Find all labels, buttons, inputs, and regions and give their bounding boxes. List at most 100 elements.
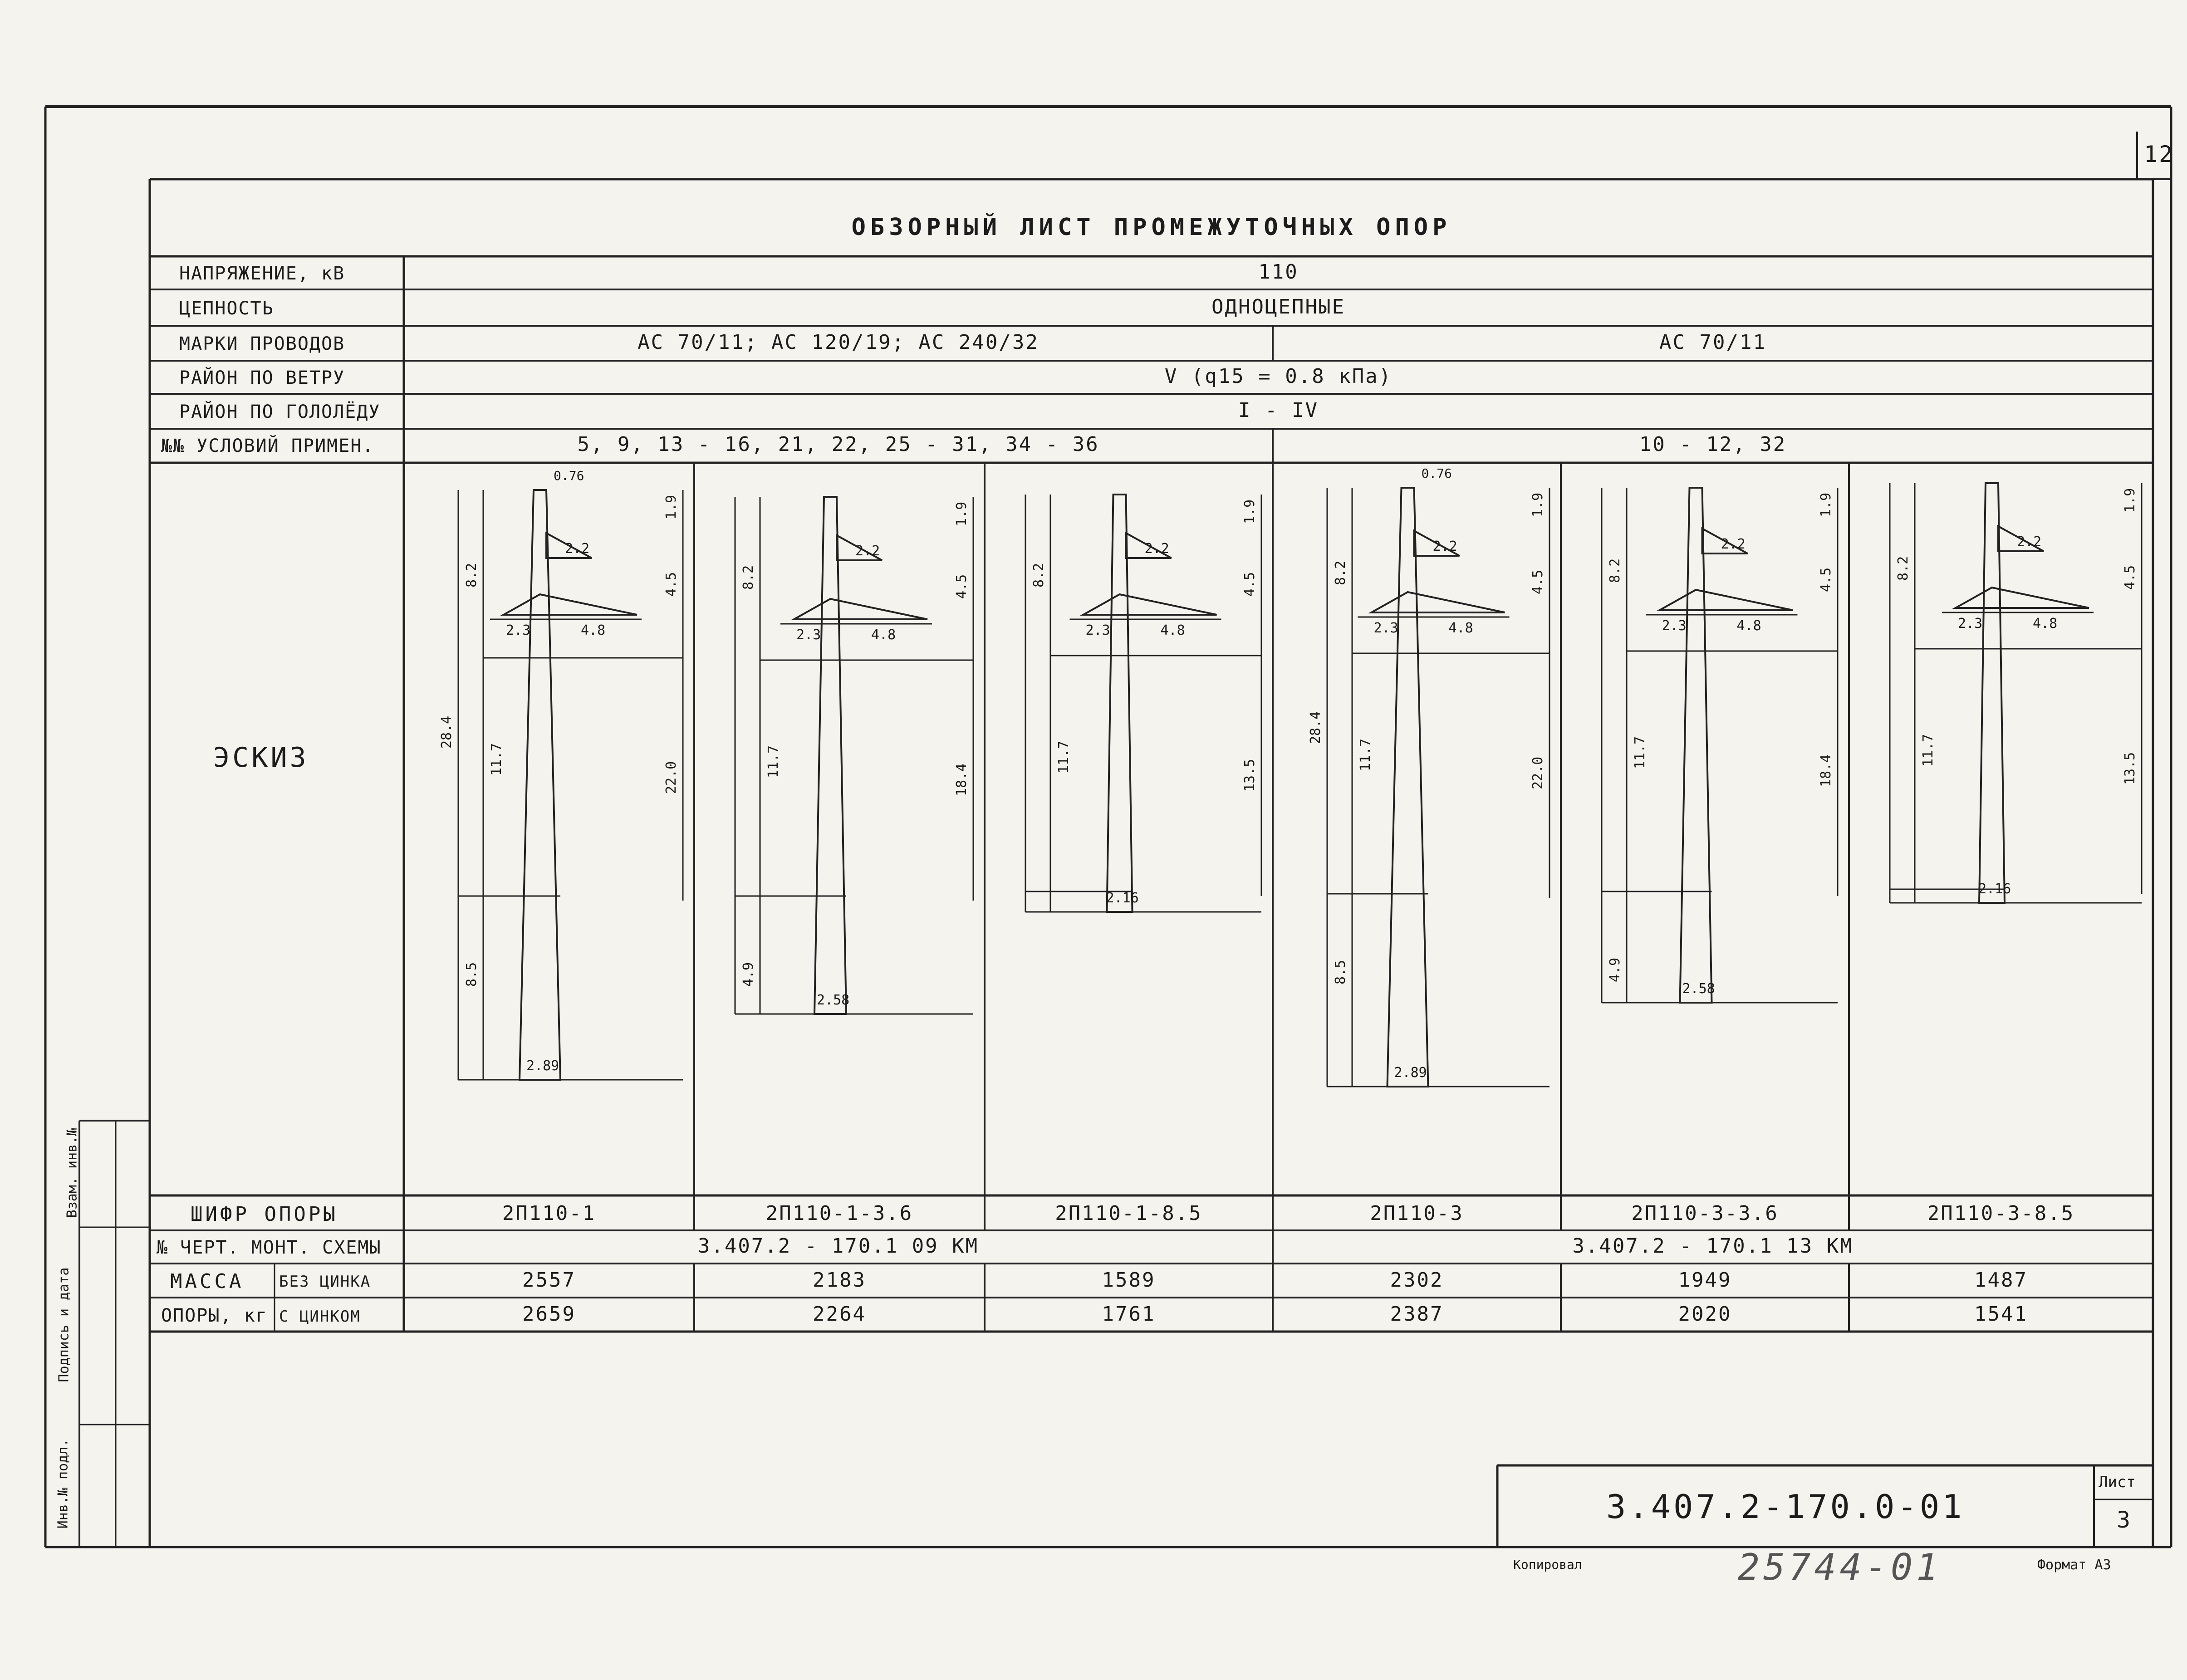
page-title: ОБЗОРНЫЙ ЛИСТ ПРОМЕЖУТОЧНЫХ ОПОР	[851, 214, 1451, 241]
lower-crossarm	[1368, 591, 1505, 613]
dim-arm-left: 2.3	[1662, 618, 1687, 634]
dim-h2: 4.5	[663, 572, 679, 597]
dim-mid: 11.7	[1920, 734, 1936, 767]
tower-code: 2П110-1-8.5	[1055, 1202, 1202, 1225]
dim-base: 2.58	[817, 992, 850, 1008]
dim-top-offset: 0.76	[554, 468, 584, 483]
dim-upper-arm: 2.2	[2017, 534, 2042, 550]
dim-base: 2.58	[1682, 981, 1715, 997]
dim-upper-arm: 2.2	[855, 543, 880, 559]
footer-format: Формат А3	[2037, 1557, 2111, 1573]
dim-h1: 1.9	[1242, 499, 1258, 524]
dim-total: 28.4	[1308, 711, 1324, 744]
ice-value: I - IV	[1238, 399, 1319, 422]
conditions-group1: 5, 9, 13 - 16, 21, 22, 25 - 31, 34 - 36	[577, 433, 1099, 456]
dim-right-total: 22.0	[1530, 756, 1546, 789]
mass-no-zinc: 2557	[522, 1269, 576, 1292]
mass-zinc: 2020	[1678, 1303, 1732, 1326]
drawing-label: № ЧЕРТ. МОНТ. СХЕМЫ	[157, 1237, 382, 1258]
dim-base: 2.16	[1106, 890, 1139, 906]
dim-arm-left: 2.3	[1958, 616, 1983, 632]
mass-no-zinc: 2183	[813, 1269, 866, 1292]
dim-top-offset: 0.76	[1421, 466, 1452, 481]
dim-mid: 11.7	[765, 745, 781, 778]
mass-no-zinc: 1589	[1102, 1269, 1156, 1292]
dim-arm-left: 2.3	[506, 622, 531, 638]
dim-total: 28.4	[439, 715, 455, 749]
dim-upper: 8.2	[1607, 558, 1623, 583]
dim-right-total: 18.4	[954, 763, 970, 796]
dim-arm-right: 4.8	[581, 622, 606, 638]
mass-zinc: 1761	[1102, 1303, 1156, 1326]
dim-upper: 8.2	[1895, 556, 1911, 581]
zinc-label: С ЦИНКОМ	[279, 1308, 361, 1326]
tower-code: 2П110-3-3.6	[1631, 1202, 1779, 1225]
lower-crossarm	[790, 598, 928, 620]
mass-no-zinc: 2302	[1390, 1269, 1444, 1292]
dim-lower: 8.5	[1333, 960, 1348, 984]
voltage-label: НАПРЯЖЕНИЕ, кВ	[179, 263, 345, 284]
conditions-group2: 10 - 12, 32	[1639, 433, 1787, 456]
dim-h1: 1.9	[1818, 492, 1834, 517]
side-label-sign: Подпись и дата	[56, 1267, 72, 1382]
dim-lower: 4.9	[1607, 957, 1623, 982]
code-label: ШИФР ОПОРЫ	[191, 1203, 338, 1226]
dim-h2: 4.5	[1818, 567, 1834, 592]
page-number: 12	[2144, 141, 2174, 167]
tower-code: 2П110-1	[502, 1202, 596, 1225]
dim-h2: 4.5	[954, 574, 970, 599]
lower-crossarm	[1656, 588, 1793, 611]
dim-base: 2.89	[526, 1058, 559, 1074]
dim-mid: 11.7	[489, 743, 505, 776]
dim-mid: 11.7	[1632, 736, 1648, 769]
lower-crossarm	[1952, 586, 2089, 609]
lower-crossarm	[500, 593, 637, 616]
drawing-group2: 3.407.2 - 170.1 13 КМ	[1572, 1234, 1854, 1258]
wind-value: V (q15 = 0.8 кПа)	[1164, 365, 1393, 388]
mass-zinc: 2387	[1390, 1303, 1444, 1326]
circuits-value: ОДНОЦЕПНЫЕ	[1211, 295, 1345, 318]
mass-zinc: 1541	[1974, 1303, 2028, 1326]
dim-lower: 8.5	[464, 962, 480, 987]
mass-zinc: 2264	[813, 1303, 866, 1326]
wires-group1: АС 70/11; АС 120/19; АС 240/32	[637, 331, 1039, 354]
dim-h2: 4.5	[1530, 569, 1546, 594]
wires-group2: АС 70/11	[1659, 331, 1766, 354]
dim-arm-right: 4.8	[1448, 620, 1473, 636]
dim-h1: 1.9	[2122, 488, 2138, 513]
mass-no-zinc: 1949	[1678, 1269, 1732, 1292]
stamp-sheet-no: 3	[2117, 1507, 2131, 1533]
dim-right-total: 22.0	[663, 761, 679, 794]
dim-arm-right: 4.8	[2033, 616, 2058, 632]
dim-upper: 8.2	[464, 563, 480, 588]
dim-h1: 1.9	[1530, 492, 1546, 517]
stamp-doc-code: 3.407.2-170.0-01	[1606, 1488, 1965, 1526]
dim-lower: 4.9	[740, 962, 756, 987]
dim-right-total: 13.5	[1242, 759, 1258, 792]
drawing-group1: 3.407.2 - 170.1 09 КМ	[697, 1234, 979, 1258]
side-label-inv: Взам. инв.№	[64, 1127, 80, 1218]
circuits-label: ЦЕПНОСТЬ	[179, 298, 274, 319]
mass-no-zinc: 1487	[1974, 1269, 2028, 1292]
mass-zinc: 2659	[522, 1303, 576, 1326]
dim-arm-left: 2.3	[796, 627, 821, 643]
dim-h1: 1.9	[954, 501, 970, 526]
tower-code: 2П110-3-8.5	[1927, 1202, 2075, 1225]
sketch-label: ЭСКИЗ	[213, 742, 309, 774]
dim-arm-right: 4.8	[1160, 622, 1185, 638]
side-label-inv-orig: Инв.№ подл.	[55, 1438, 71, 1529]
dim-upper: 8.2	[1031, 563, 1047, 588]
footer-copied: Копировал	[1513, 1557, 1582, 1572]
dim-arm-right: 4.8	[871, 627, 896, 643]
dim-right-total: 13.5	[2122, 752, 2138, 785]
tower-code: 2П110-3	[1370, 1202, 1464, 1225]
wind-label: РАЙОН ПО ВЕТРУ	[179, 367, 345, 388]
dim-upper: 8.2	[1333, 560, 1348, 585]
dim-h2: 4.5	[1242, 572, 1258, 597]
no-zinc-label: БЕЗ ЦИНКА	[279, 1273, 371, 1291]
dim-arm-left: 2.3	[1373, 620, 1398, 636]
wires-label: МАРКИ ПРОВОДОВ	[179, 333, 345, 354]
dim-h1: 1.9	[663, 495, 679, 519]
voltage-value: 110	[1258, 260, 1299, 284]
dim-upper: 8.2	[740, 565, 756, 590]
